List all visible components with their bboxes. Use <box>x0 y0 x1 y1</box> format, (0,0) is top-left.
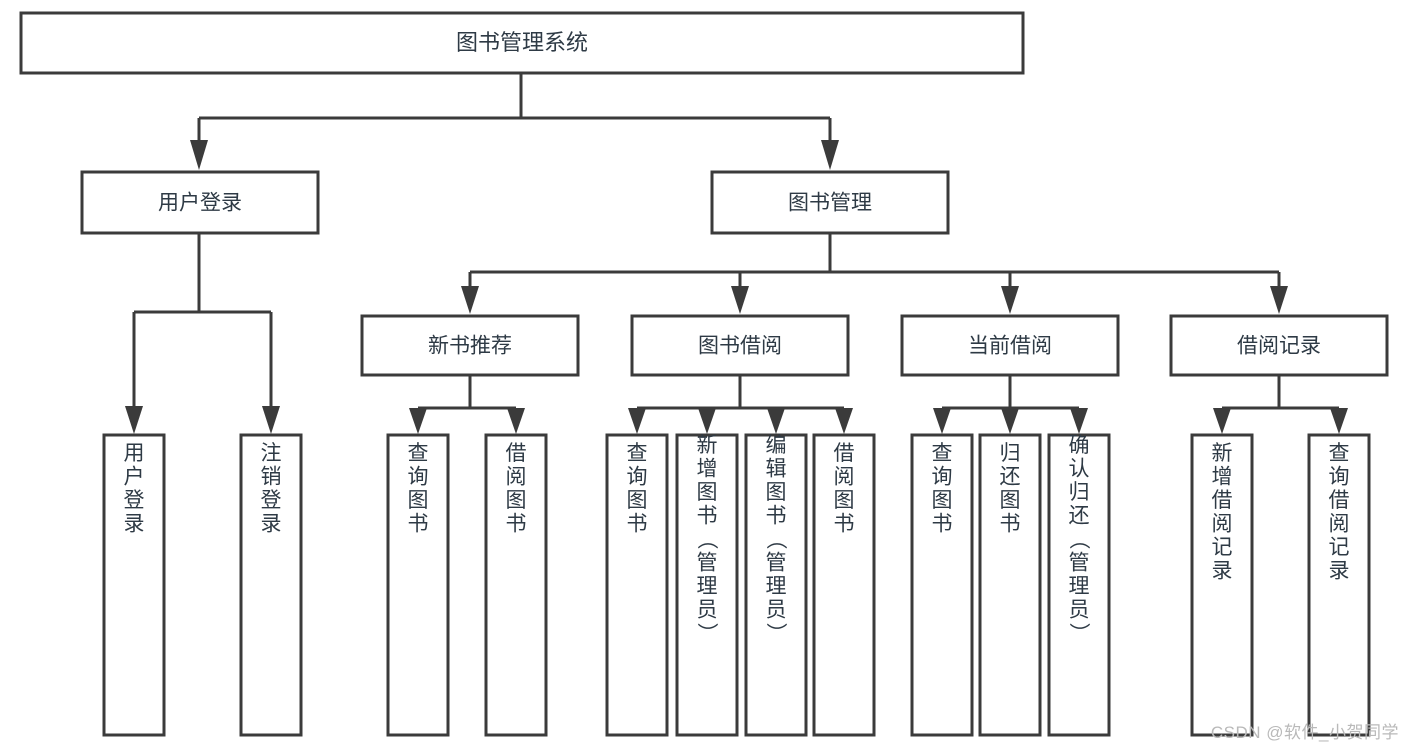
node-new-book-recommend-box <box>360 314 580 377</box>
leaf-borrow-add-label: 新增图书 管理员 <box>697 434 718 622</box>
arrowhead-bookborrow-leaf4 <box>835 408 853 434</box>
leaf-current-confirm-box <box>1047 433 1111 737</box>
node-book-borrow[interactable]: 图书借阅 <box>630 314 850 377</box>
node-book-management[interactable]: 图书管理 <box>710 170 950 235</box>
leaf-bracket-glyph: ） <box>764 623 787 644</box>
leaf-current-query-label: 查询图书 <box>932 442 953 536</box>
node-user-login[interactable]: 用户登录 <box>80 170 320 235</box>
leaf-user-login-box <box>102 433 166 737</box>
node-root-label: 图书管理系统 <box>456 30 588 55</box>
node-root-box <box>19 11 1025 75</box>
leaf-current-confirm-label: 确认归还 管理员 <box>1069 434 1090 622</box>
node-new-book-recommend[interactable]: 新书推荐 <box>360 314 580 377</box>
leaf-borrow-add-box <box>675 433 739 737</box>
arrowhead-user-login <box>190 140 208 170</box>
leaf-node[interactable]: 借阅图书 <box>812 433 876 737</box>
leaf-node[interactable]: 查询借阅记录 <box>1307 433 1371 737</box>
arrowhead-bookborrow-leaf1 <box>628 408 646 434</box>
leaf-bracket-glyph: （ <box>1067 529 1090 550</box>
arrowhead-borrow-record <box>1270 286 1288 314</box>
node-current-borrow-box <box>900 314 1120 377</box>
leaf-borrow-borrow-label: 借阅图书 <box>834 442 855 536</box>
leaf-bracket-glyph: ） <box>695 623 718 644</box>
node-user-login-label: 用户登录 <box>158 192 242 215</box>
node-current-borrow-label: 当前借阅 <box>968 335 1052 358</box>
leaf-newbook-borrow-box <box>484 433 548 737</box>
leaf-borrow-edit-box <box>744 433 808 737</box>
csdn-watermark: CSDN @软件_小贺同学 <box>1210 723 1399 742</box>
arrowhead-currentborrow-leaf3 <box>1070 408 1088 434</box>
arrowhead-borrowrecord-leaf2 <box>1330 408 1348 434</box>
leaf-node[interactable]: 新增图书 管理员 （ ） <box>675 433 739 737</box>
leaf-newbook-query-box <box>386 433 450 737</box>
leaf-record-add-box <box>1190 433 1254 737</box>
arrowhead-newbook-leaf2 <box>507 408 525 434</box>
arrowhead-bookborrow-leaf2 <box>698 408 716 434</box>
leaf-node[interactable]: 新增借阅记录 <box>1190 433 1254 737</box>
leaf-node[interactable]: 查询图书 <box>386 433 450 737</box>
leaf-node[interactable]: 查询图书 <box>605 433 669 737</box>
arrowhead-new-book <box>461 286 479 314</box>
arrowhead-leaf-logout <box>262 406 280 434</box>
arrowhead-currentborrow-leaf2 <box>1001 408 1019 434</box>
node-current-borrow[interactable]: 当前借阅 <box>900 314 1120 377</box>
leaf-node[interactable]: 查询图书 <box>910 433 974 737</box>
node-book-management-label: 图书管理 <box>788 192 872 215</box>
node-new-book-recommend-label: 新书推荐 <box>428 335 512 358</box>
leaf-bracket-glyph: ） <box>1067 623 1090 644</box>
node-borrow-record-label: 借阅记录 <box>1237 335 1321 358</box>
leaf-newbook-borrow-label: 借阅图书 <box>506 442 527 536</box>
leaf-record-add-label: 新增借阅记录 <box>1212 442 1233 583</box>
node-book-management-box <box>710 170 950 235</box>
leaf-logout-box <box>239 433 303 737</box>
leaf-node[interactable]: 编辑图书 管理员 （ ） <box>744 433 808 737</box>
leaf-node[interactable]: 确认归还 管理员 （ ） <box>1047 433 1111 737</box>
arrowhead-current-borrow <box>1001 286 1019 314</box>
leaf-borrow-edit-label: 编辑图书 管理员 <box>766 434 787 622</box>
leaf-current-return-label: 归还图书 <box>1000 442 1021 536</box>
node-root-system[interactable]: 图书管理系统 <box>19 11 1025 75</box>
leaf-borrow-borrow-box <box>812 433 876 737</box>
leaf-logout-label: 注销登录 <box>261 442 282 536</box>
leaf-borrow-query-label: 查询图书 <box>627 442 648 536</box>
leaf-newbook-query-label: 查询图书 <box>408 442 429 536</box>
connector-layer <box>125 73 1348 434</box>
leaf-record-query-label: 查询借阅记录 <box>1329 442 1350 583</box>
leaf-node[interactable]: 归还图书 <box>978 433 1042 737</box>
leaf-current-return-box <box>978 433 1042 737</box>
arrowhead-book-borrow <box>731 286 749 314</box>
node-user-login-box <box>80 170 320 235</box>
leaf-node[interactable]: 用户登录 <box>102 433 166 737</box>
node-book-borrow-label: 图书借阅 <box>698 335 782 358</box>
leaf-bracket-glyph: （ <box>695 529 718 550</box>
node-borrow-record[interactable]: 借阅记录 <box>1169 314 1389 377</box>
arrowhead-borrowrecord-leaf1 <box>1213 408 1231 434</box>
leaf-node[interactable]: 借阅图书 <box>484 433 548 737</box>
leaf-current-query-box <box>910 433 974 737</box>
leaf-user-login-label: 用户登录 <box>124 442 145 536</box>
arrowhead-newbook-leaf1 <box>409 408 427 434</box>
leaf-record-query-box <box>1307 433 1371 737</box>
node-book-borrow-box <box>630 314 850 377</box>
node-borrow-record-box <box>1169 314 1389 377</box>
arrowhead-leaf-user-login <box>125 406 143 434</box>
arrowhead-book-mgmt <box>821 140 839 170</box>
arrowhead-currentborrow-leaf1 <box>933 408 951 434</box>
arrowhead-bookborrow-leaf3 <box>767 408 785 434</box>
leaf-node[interactable]: 注销登录 <box>239 433 303 737</box>
leaf-borrow-query-box <box>605 433 669 737</box>
leaf-bracket-glyph: （ <box>764 529 787 550</box>
